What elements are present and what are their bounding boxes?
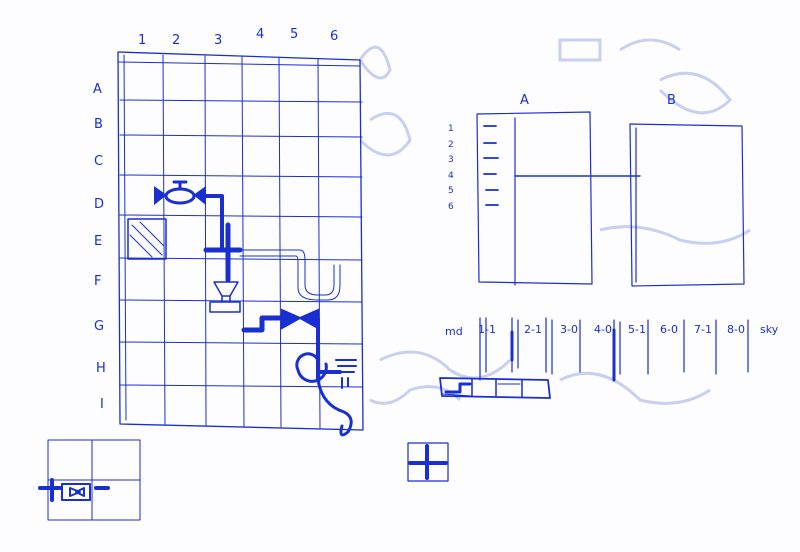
- line-number: 2: [448, 140, 454, 150]
- grid-left-double: [124, 55, 126, 420]
- panel-a: [477, 112, 592, 284]
- grid-hline: [120, 342, 362, 344]
- row-label: F: [94, 274, 101, 289]
- sequence-token: 3-0: [560, 323, 578, 336]
- row-label: I: [100, 397, 104, 412]
- sequence-token: 6-0: [660, 323, 678, 336]
- mini-grid: [40, 440, 140, 520]
- sequence-marker: [512, 330, 614, 380]
- sequence-prefix: md: [445, 325, 463, 338]
- row-label: B: [94, 117, 103, 132]
- ghost-mark: [360, 47, 390, 78]
- pipe-u-bend: [240, 250, 334, 295]
- column-label: 4: [256, 27, 264, 42]
- sequence-token: 5-1: [628, 323, 646, 336]
- cross-tile: [408, 443, 448, 481]
- tile-pipe-icon: [446, 384, 470, 392]
- pipe-step: [244, 318, 282, 330]
- row-label: H: [96, 361, 106, 376]
- valve-icon-2: [282, 310, 318, 328]
- line-number: 6: [448, 202, 454, 212]
- background-ghost-marks: [360, 40, 750, 403]
- row-label: A: [93, 82, 102, 97]
- column-label: 6: [330, 29, 338, 44]
- sequence-suffix: sky: [760, 323, 779, 336]
- grid-top-line: [118, 62, 360, 66]
- panel-a-label: A: [520, 93, 529, 108]
- ghost-mark: [560, 40, 680, 60]
- ghost-mark: [360, 113, 410, 155]
- sequence-token: 8-0: [727, 323, 745, 336]
- grid-hline: [120, 175, 362, 177]
- grid-hline: [120, 135, 362, 137]
- sequence-token: 7-1: [694, 323, 712, 336]
- row-label: G: [94, 319, 104, 334]
- funnel-icon: [210, 282, 240, 312]
- column-label: 3: [214, 33, 222, 48]
- line-number: 4: [448, 171, 454, 181]
- hose-icon: [318, 380, 351, 435]
- pipe-segment: [205, 196, 222, 250]
- tile-strip: [440, 378, 550, 398]
- ghost-mark: [370, 387, 460, 404]
- grid-hline: [120, 100, 362, 102]
- pipe-drawing: [128, 182, 356, 435]
- row-label: D: [94, 197, 104, 212]
- ghost-mark: [560, 373, 710, 403]
- grid-vline: [279, 58, 281, 427]
- grid-vline: [242, 57, 244, 426]
- sequence-token: 2-1: [524, 323, 542, 336]
- row-labels: A B C D E F G H I: [93, 82, 106, 412]
- column-label: 5: [290, 27, 298, 42]
- row-label: C: [94, 154, 103, 169]
- panels: A B 1 2 3 4 5 6: [448, 93, 744, 286]
- line-number: 1: [448, 124, 454, 134]
- spiral-icon: [297, 354, 326, 382]
- box-hatching: [130, 222, 164, 257]
- column-label: 1: [138, 33, 146, 48]
- ghost-mark: [600, 227, 750, 244]
- sequence-token: 1-1: [478, 323, 496, 336]
- grid-vline: [205, 56, 206, 425]
- pipe-u-bend-outer: [240, 256, 340, 300]
- valve-body-icon: [166, 189, 194, 203]
- line-number: 3: [448, 155, 454, 165]
- panel-b: [630, 124, 744, 286]
- grid-hline: [120, 385, 362, 387]
- mini-pipe-icon: [40, 480, 60, 500]
- row-label: E: [94, 234, 102, 249]
- grid-hline: [120, 215, 362, 217]
- sequence-token: 4-0: [594, 323, 612, 336]
- mini-valve-icon: [62, 484, 90, 500]
- line-number: 5: [448, 186, 454, 196]
- grid-vline: [163, 55, 165, 424]
- column-labels: 1 2 3 4 5 6: [138, 27, 338, 48]
- panel-a-ticks: [484, 126, 498, 205]
- panel-b-label: B: [667, 93, 676, 108]
- column-label: 2: [172, 33, 180, 48]
- mini-grid-lines: [48, 440, 140, 520]
- tile-dividers: [472, 379, 522, 397]
- ghost-mark: [380, 352, 510, 378]
